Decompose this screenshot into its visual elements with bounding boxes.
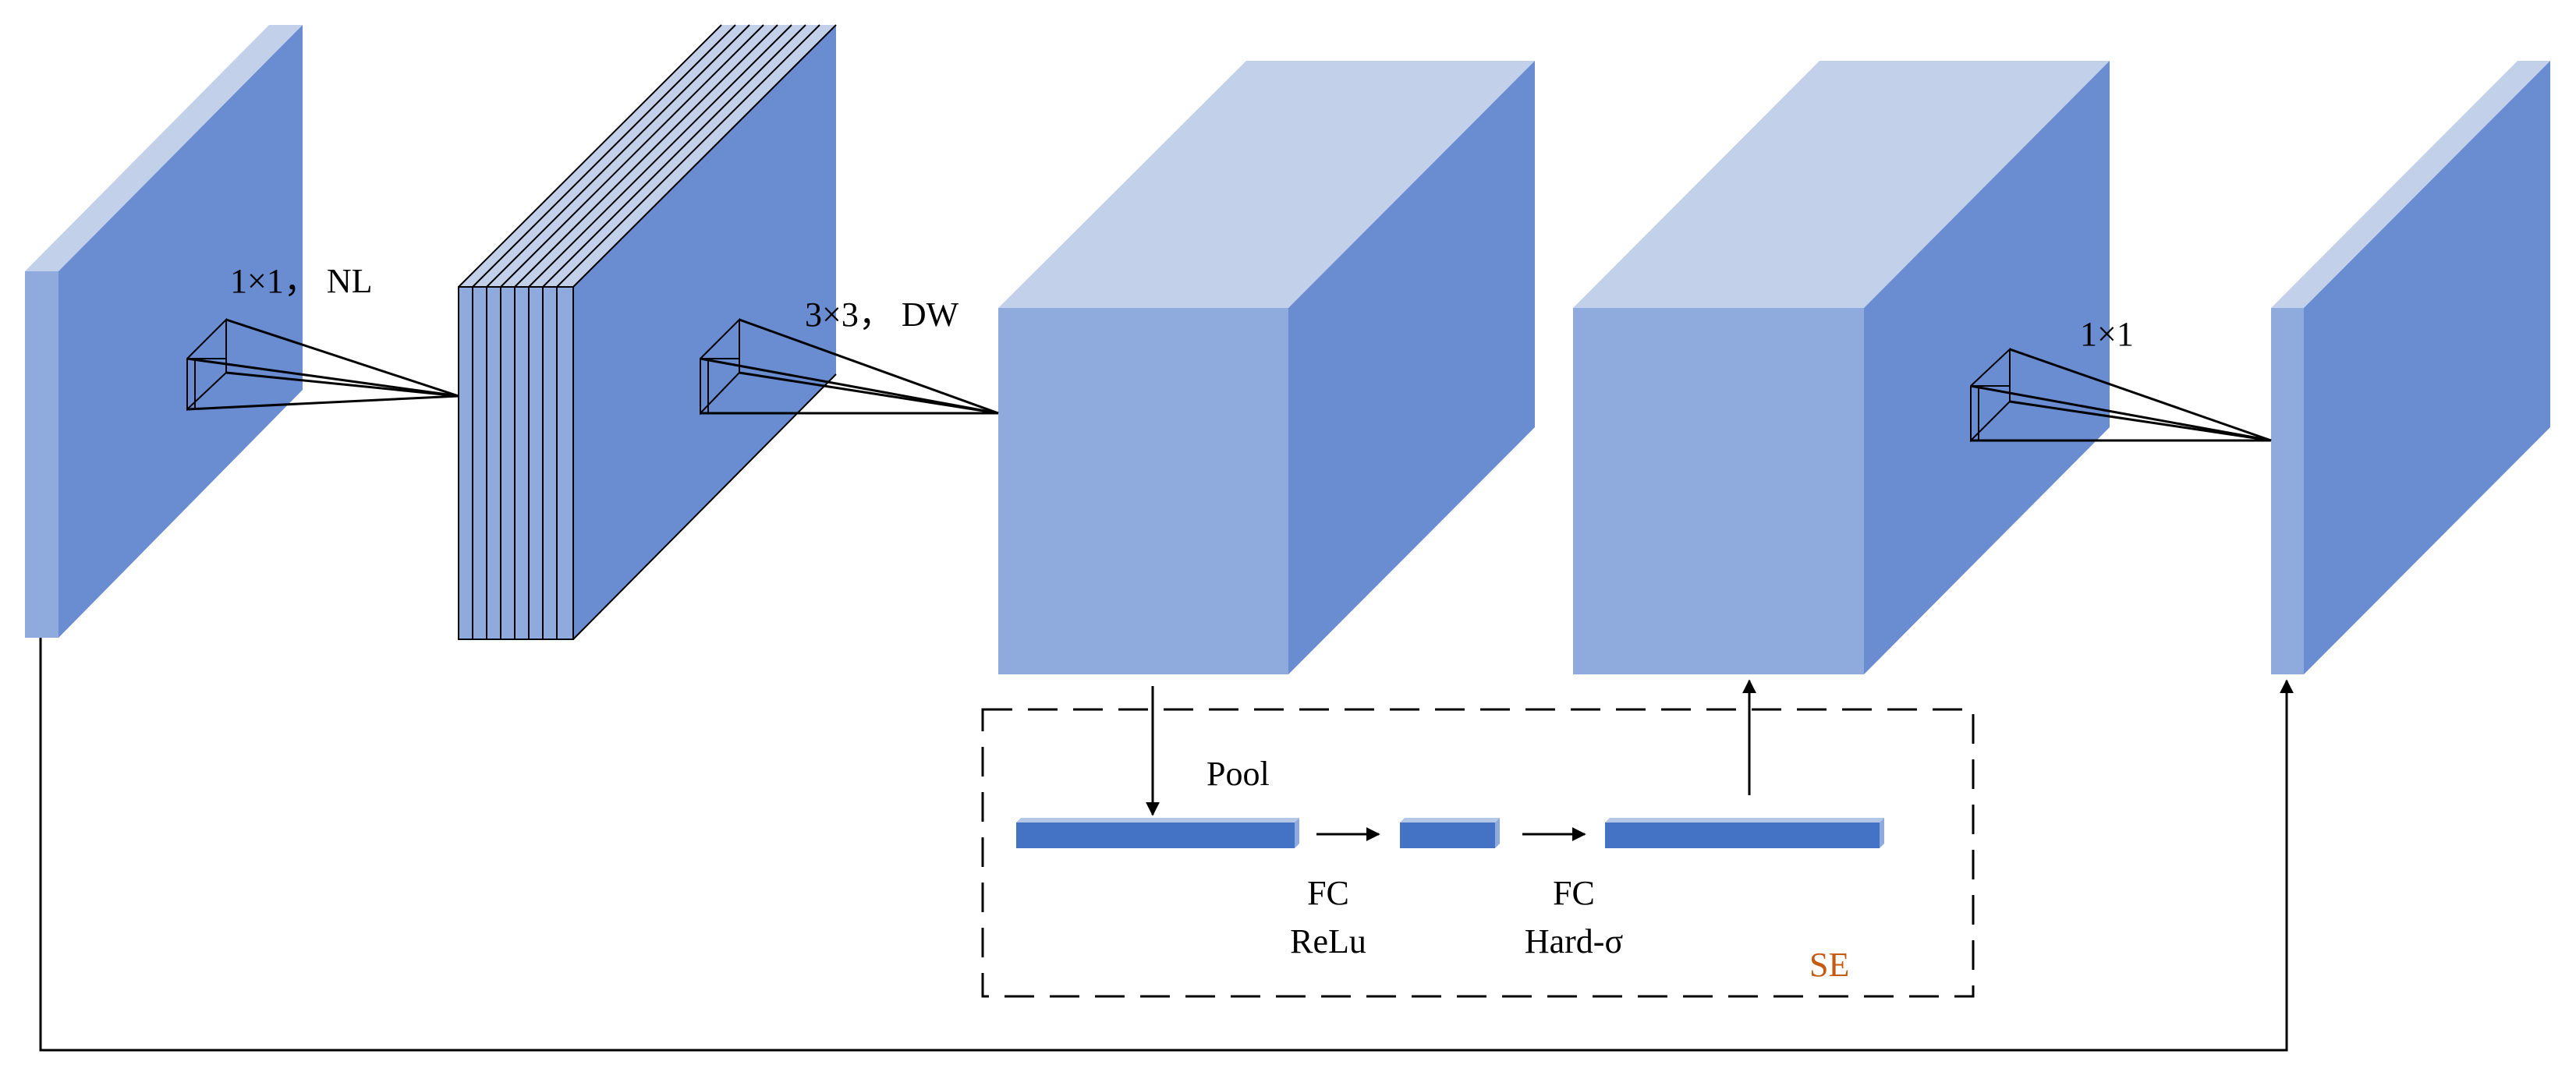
residual-connection-arrow (39, 638, 2294, 1052)
fc-relu-vector-bar (1400, 818, 1500, 848)
label-conv-3x3-dw: 3×3， DW (805, 295, 959, 334)
fc-hardsigma-vector-bar (1605, 818, 1884, 848)
input-feature-map (25, 25, 303, 638)
label-conv-1x1-nl: 1×1， NL (230, 262, 372, 300)
label-fc2: FC (1553, 874, 1595, 912)
label-conv-1x1: 1×1 (2080, 315, 2134, 353)
label-hard-sigma: Hard-σ (1525, 922, 1624, 960)
kernel-1x1-projection (1970, 347, 2272, 443)
kernel-3x3-dw (700, 317, 999, 416)
expanded-feature-maps (458, 24, 837, 640)
pool-vector-bar (1016, 818, 1299, 848)
label-relu: ReLu (1290, 922, 1366, 960)
label-fc1: FC (1307, 874, 1349, 912)
se-module-box (981, 708, 1975, 998)
se-reweighted-block (1573, 61, 2110, 674)
output-feature-map (2271, 61, 2550, 674)
label-pool: Pool (1207, 755, 1270, 793)
depthwise-output-block (998, 61, 1535, 674)
kernel-1x1-nl (186, 317, 459, 412)
label-se: SE (1809, 946, 1849, 984)
